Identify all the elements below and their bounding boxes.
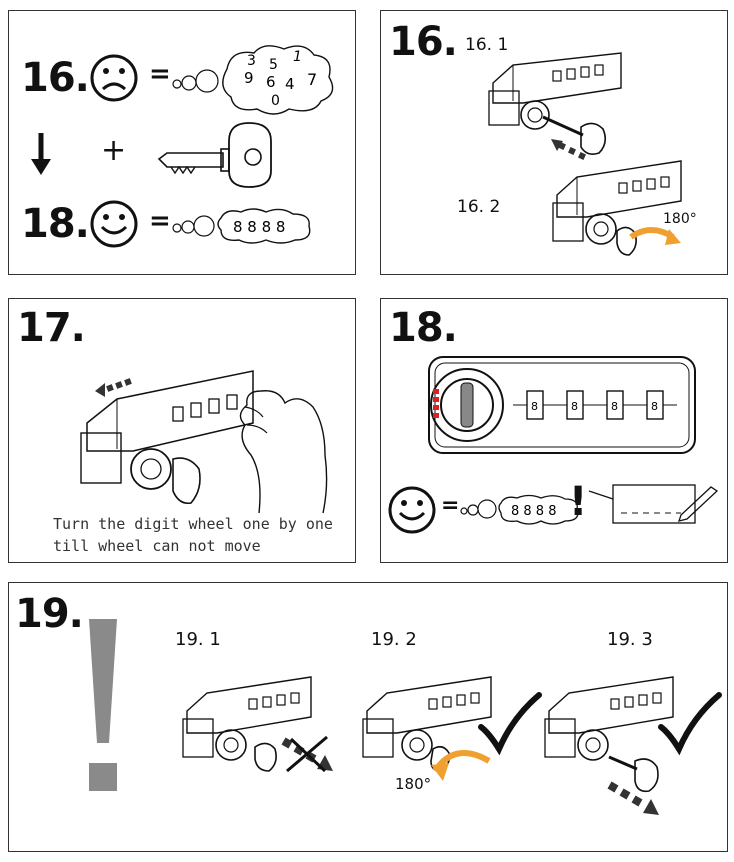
panel-19-remove-key: 19. 19. 1 19. 2 180° 19. 3 (8, 582, 728, 852)
hand-illustration (239, 390, 328, 514)
checkmark-icon (658, 692, 722, 756)
lock-illustration (182, 676, 312, 772)
step-19-label: 19. (15, 591, 84, 637)
code-digits: 8 8 8 8 (511, 504, 556, 519)
step-16-label: 16. (389, 19, 458, 65)
equals-sign: = (149, 206, 171, 236)
warning-exclamation-icon (89, 619, 117, 791)
lock-illustration (80, 370, 254, 490)
step-16-label: 16. (21, 55, 90, 101)
substep-19-1-label: 19. 1 (175, 629, 221, 650)
panel-18-record-code: 18. 8 8 8 8 = 8 8 8 8 ! (380, 298, 728, 563)
note-card-icon (588, 484, 719, 524)
lock-illustration (552, 160, 682, 256)
wheel-digit: 8 (571, 400, 578, 413)
blocked-remove-arrow-icon (281, 735, 333, 773)
scrambled-digit: 1 (293, 49, 302, 65)
key-icon (542, 115, 607, 155)
step-17-label: 17. (17, 305, 86, 351)
panel-16-18-summary: 16. = 3 5 1 9 6 4 7 0 + 18. = (8, 10, 356, 275)
wheel-digit: 8 (651, 400, 658, 413)
happy-face-icon (388, 486, 436, 534)
scrambled-digit: 3 (247, 53, 256, 69)
scrambled-digit: 5 (269, 57, 278, 73)
panel-17-turn-wheel: 17. Turn the digit wheel one by one till… (8, 298, 356, 563)
checkmark-icon (478, 692, 542, 756)
code-digits: 8 8 8 8 (233, 218, 285, 236)
substep-19-3-label: 19. 3 (607, 629, 653, 650)
key-icon (157, 122, 272, 188)
step-18-label: 18. (389, 305, 458, 351)
insert-arrow-icon (551, 139, 586, 160)
happy-face-icon (90, 200, 138, 248)
scrambled-digit: 0 (271, 93, 280, 109)
scrambled-digit: 4 (285, 75, 295, 93)
wheel-digit: 8 (531, 400, 538, 413)
exclamation-mark: ! (569, 479, 588, 525)
lock-illustration (544, 676, 674, 761)
sad-face-icon (90, 54, 138, 102)
thought-bubble-code: 8 8 8 8 (460, 494, 579, 525)
wheel-digit: 8 (611, 400, 618, 413)
lock-illustration (488, 52, 622, 130)
key-icon (608, 755, 659, 793)
plus-sign: + (101, 133, 127, 168)
scrambled-digit: 7 (307, 70, 317, 89)
substep-19-2-label: 19. 2 (371, 629, 417, 650)
angle-label: 180° (663, 211, 697, 227)
slide-arrow-icon (95, 378, 132, 397)
thought-bubble-scrambled: 3 5 1 9 6 4 7 0 (172, 45, 334, 115)
thought-bubble-code: 8 8 8 8 (172, 208, 311, 244)
scrambled-digit: 9 (244, 69, 254, 87)
remove-arrow-icon (607, 781, 659, 815)
panel-16-key-insert: 16. 16. 1 16. 2 180° (380, 10, 728, 275)
scrambled-digit: 6 (266, 73, 276, 91)
rotate-arrow-icon (431, 750, 491, 781)
rotate-arrow-icon (629, 227, 681, 245)
lock-front-view: 8 8 8 8 (428, 356, 696, 454)
key-icon (172, 457, 201, 505)
angle-label: 180° (395, 775, 432, 793)
instruction-caption-line2: till wheel can not move (53, 537, 261, 555)
substep-16-2-label: 16. 2 (457, 197, 501, 217)
equals-sign: = (149, 59, 171, 89)
substep-16-1-label: 16. 1 (465, 35, 509, 55)
step-18-label: 18. (21, 201, 90, 247)
equals-sign: = (441, 493, 460, 518)
down-arrow-icon (31, 133, 51, 175)
instruction-caption-line1: Turn the digit wheel one by one (53, 515, 333, 533)
